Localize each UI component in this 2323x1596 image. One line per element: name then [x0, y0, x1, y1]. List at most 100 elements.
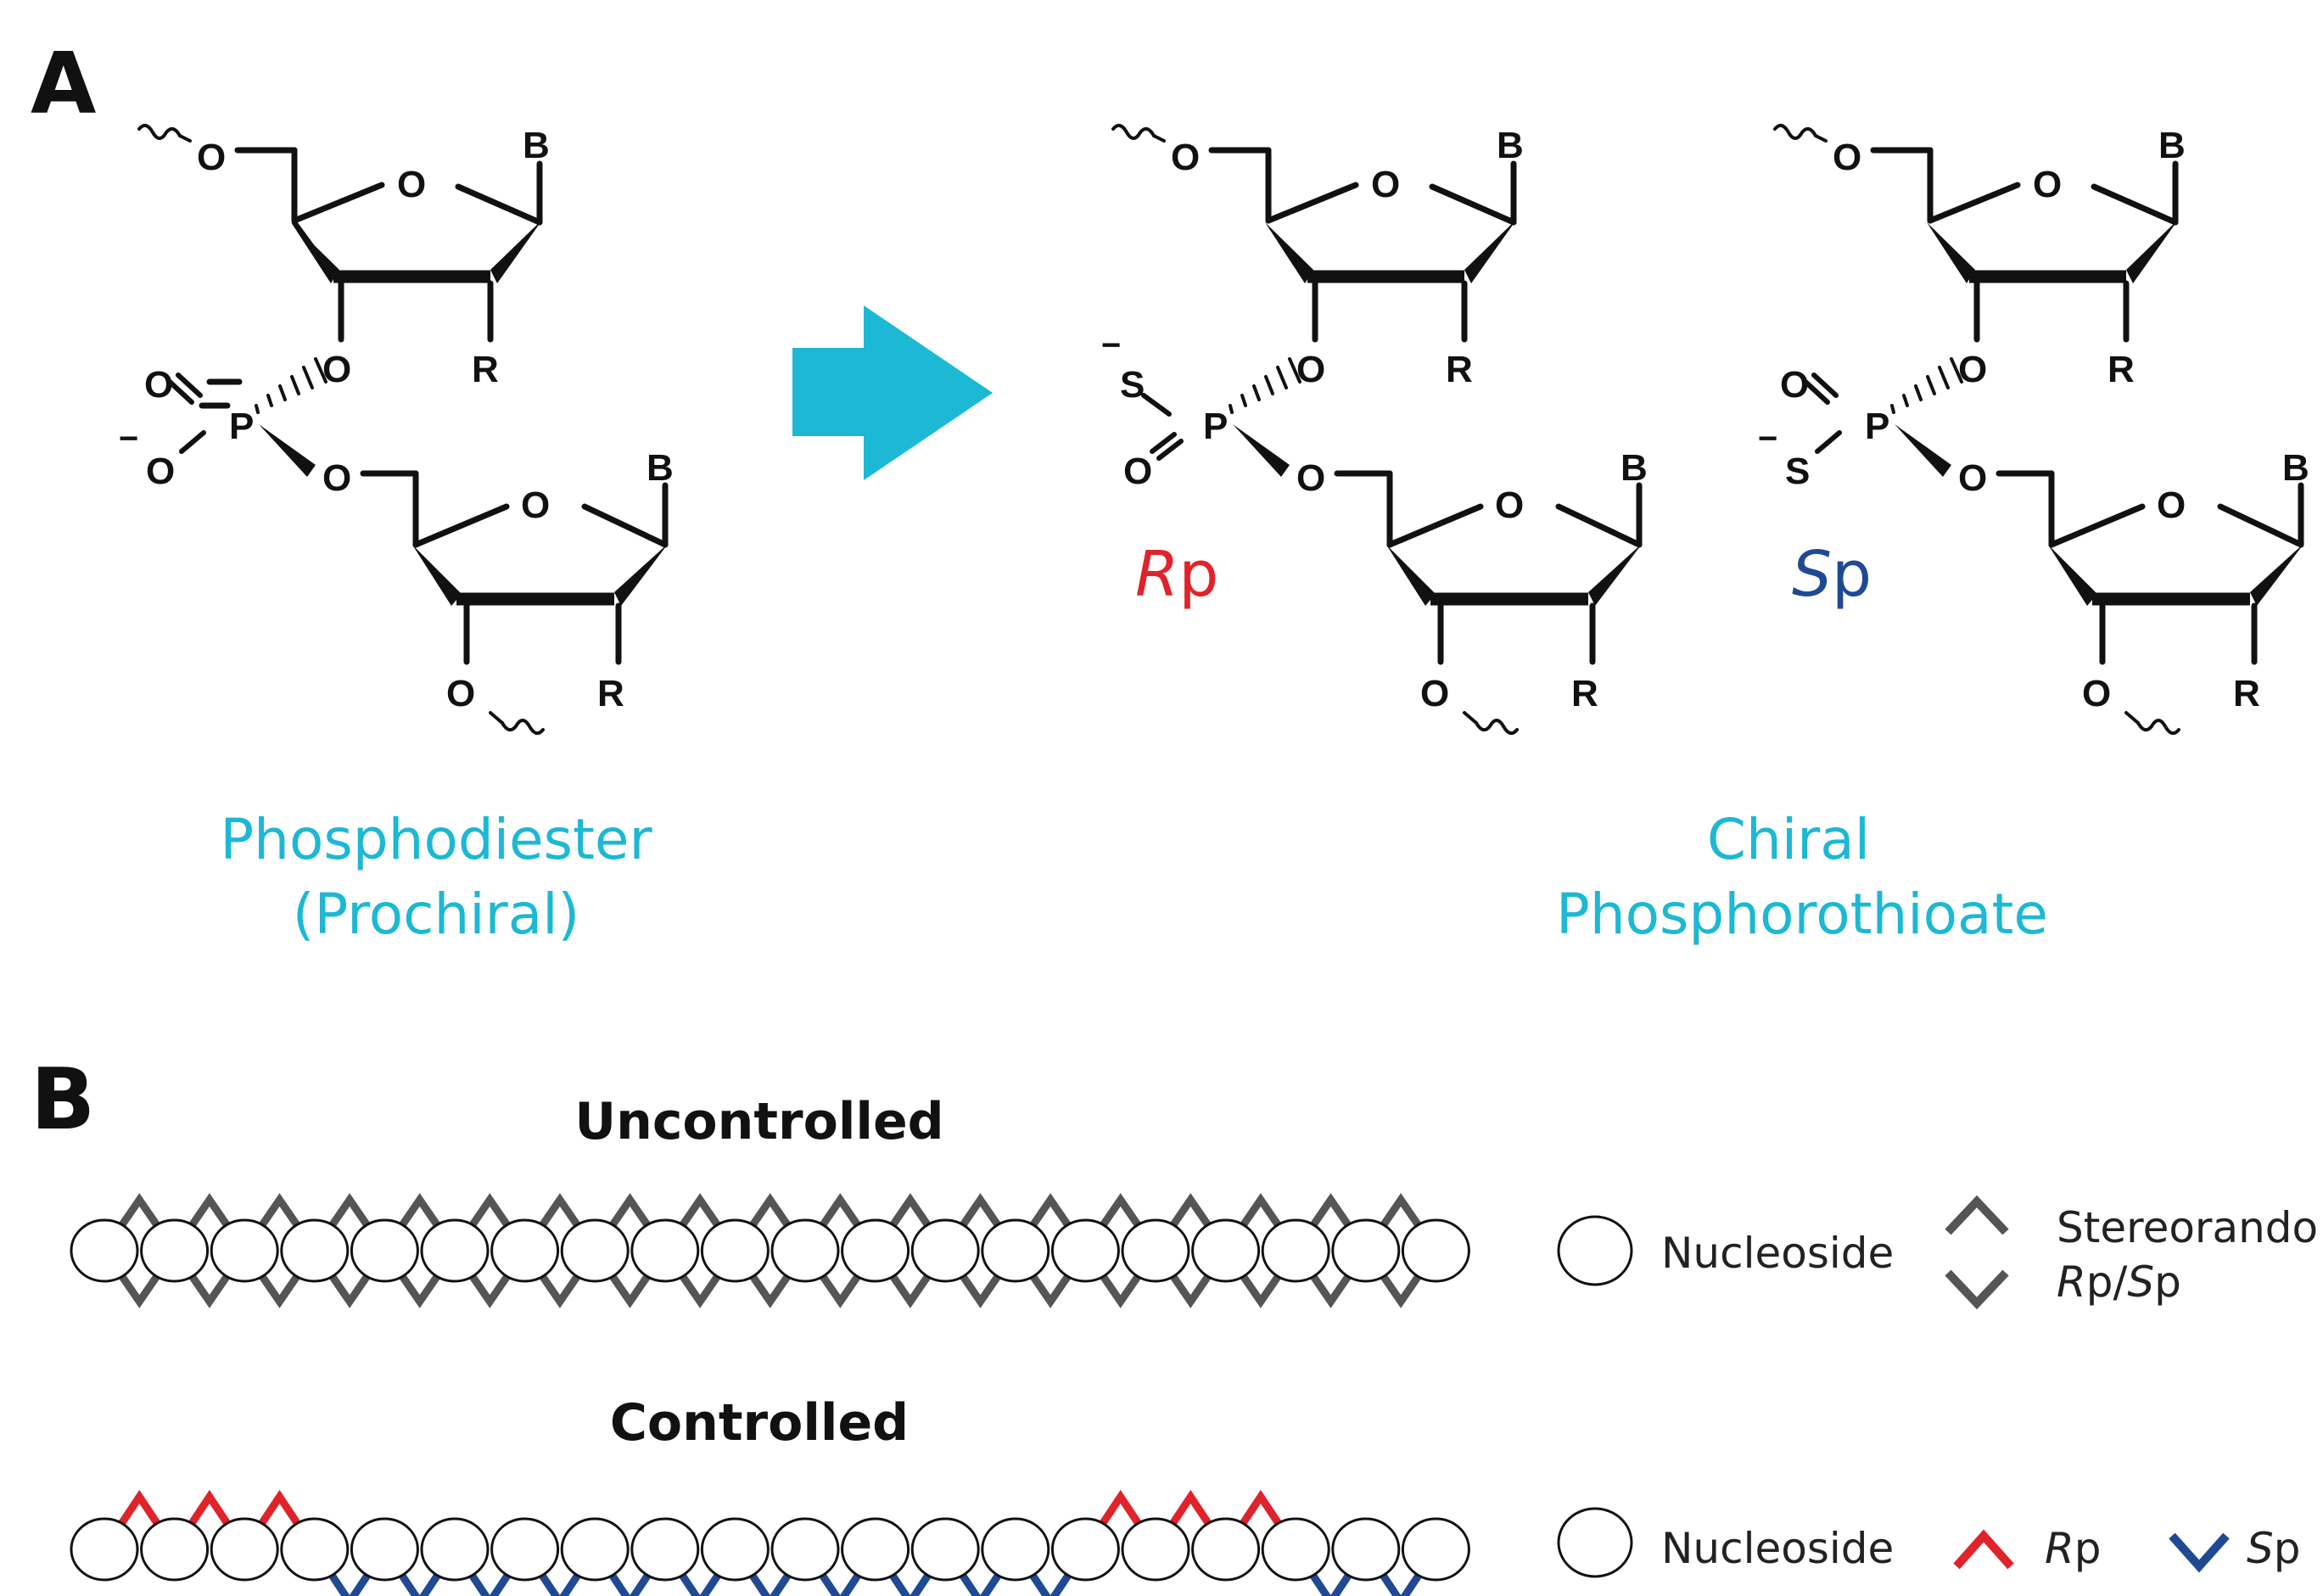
nucleoside-circle: [1261, 1517, 1330, 1582]
nucleoside-circle: [1331, 1517, 1401, 1582]
nucleoside-circle: [1401, 1218, 1470, 1283]
nucleoside-circle: [910, 1517, 980, 1582]
atom-b: B: [1621, 447, 1648, 489]
legend-controlled: Nucleoside Rp Sp: [1557, 1507, 2301, 1578]
atom-o-3prime-lower: O: [446, 673, 475, 714]
nucleoside-circle: [70, 1517, 139, 1582]
sp-label: Sp: [1792, 538, 1872, 611]
legend-rp-mark: [1953, 1529, 2014, 1570]
atom-o: O: [2082, 673, 2111, 714]
nucleoside-circles: [70, 1517, 1470, 1582]
atom-o: O: [1495, 484, 1524, 526]
nucleoside-circle: [140, 1218, 210, 1283]
atom-o-minus: O: [146, 451, 175, 492]
controlled-chain: [70, 1489, 1470, 1596]
phosphodiester-caption: Phosphodiester: [220, 807, 652, 872]
atom-p: P: [1865, 406, 1889, 447]
nucleoside-circle: [560, 1218, 630, 1283]
minus-charge: −: [1101, 327, 1121, 364]
atom-b: B: [2158, 125, 2186, 166]
legend-sp-mark: [2169, 1532, 2230, 1573]
atom-p: P: [229, 406, 254, 447]
legend-nucleoside-circle: [1557, 1507, 1633, 1578]
nucleoside-circle: [981, 1218, 1050, 1283]
rp-label: Rp: [1135, 538, 1218, 611]
nucleoside-circle: [490, 1218, 560, 1283]
nucleoside-circle: [280, 1517, 350, 1582]
atom-s: S: [1120, 364, 1145, 406]
nucleoside-circle: [1401, 1517, 1470, 1582]
controlled-title: Controlled: [610, 1393, 909, 1453]
atom-o-double: O: [144, 364, 173, 406]
atom-o: O: [1780, 364, 1809, 406]
atom-o: O: [1296, 349, 1325, 390]
nucleoside-circle: [700, 1218, 770, 1283]
nucleoside-circle: [1121, 1218, 1190, 1283]
atom-s: S: [1785, 451, 1810, 492]
phosphorothioate-caption: Phosphorothioate: [1556, 882, 2048, 947]
legend-nucleoside-label: Nucleoside: [1661, 1229, 1894, 1278]
legend-sp-label: Sp: [2247, 1524, 2301, 1573]
nucleoside-circle: [210, 1218, 279, 1283]
atom-b: B: [1497, 125, 1524, 166]
panel-a-letter: A: [31, 34, 96, 133]
legend-random-down-mark: [1945, 1269, 2009, 1310]
panel-b-letter: B: [31, 1050, 95, 1149]
nucleoside-circle: [560, 1517, 630, 1582]
legend-rp-sp-label: Rp/Sp: [2057, 1257, 2181, 1307]
nucleoside-circle: [350, 1517, 419, 1582]
nucleoside-circle: [70, 1218, 139, 1283]
atom-r: R: [472, 349, 499, 390]
nucleoside-circle: [700, 1517, 770, 1582]
nucleoside-circle: [630, 1517, 700, 1582]
legend-nucleoside-label: Nucleoside: [1661, 1524, 1894, 1573]
nucleoside-circle: [841, 1517, 910, 1582]
nucleoside-circle: [1191, 1517, 1261, 1582]
nucleoside-circle: [770, 1517, 840, 1582]
sp-structure: O O B R O O P S − O O B R O: [1758, 123, 2309, 736]
atom-o: O: [1171, 137, 1200, 178]
rp-structure: O O B R O S − P O O O B R O: [1101, 123, 1648, 736]
nucleoside-circle: [280, 1218, 350, 1283]
atom-o: O: [1833, 137, 1861, 178]
reaction-arrow: [792, 305, 993, 480]
atom-o-ring-lower: O: [521, 484, 550, 526]
nucleoside-circle: [1261, 1218, 1330, 1283]
phosphodiester-atoms: O O B R O O P O − O O B R O: [119, 125, 674, 714]
prochiral-caption: (Prochiral): [293, 882, 580, 947]
atom-o: O: [1371, 164, 1400, 205]
atom-r: R: [1446, 349, 1473, 390]
nucleoside-circle: [490, 1517, 560, 1582]
minus-charge: −: [1758, 420, 1777, 457]
atom-r: R: [2107, 349, 2135, 390]
atom-o-ring: O: [397, 164, 426, 205]
legend-random-up-mark: [1945, 1195, 2009, 1235]
chiral-caption: Chiral: [1707, 807, 1870, 872]
nucleoside-circle: [770, 1218, 840, 1283]
minus-charge: −: [119, 420, 138, 457]
nucleoside-circle: [1050, 1517, 1120, 1582]
atom-o-5prime-lower: O: [322, 457, 351, 499]
atom-o: O: [1296, 457, 1325, 499]
legend-rp-label: Rp: [2045, 1524, 2102, 1573]
nucleoside-circle: [1050, 1218, 1120, 1283]
atom-o: O: [2033, 164, 2062, 205]
nucleoside-circle: [1331, 1218, 1401, 1283]
uncontrolled-title: Uncontrolled: [574, 1092, 943, 1151]
atom-r: R: [2233, 673, 2260, 714]
atom-o: O: [1958, 349, 1987, 390]
atom-o: O: [2157, 484, 2186, 526]
phosphodiester-structure: [137, 123, 669, 736]
atom-p: P: [1203, 406, 1228, 447]
nucleoside-circle: [140, 1517, 210, 1582]
atom-b-lower: B: [647, 447, 674, 489]
nucleoside-circle: [420, 1218, 490, 1283]
atom-o-5prime: O: [197, 137, 226, 178]
nucleoside-circle: [420, 1517, 490, 1582]
nucleoside-circle: [210, 1517, 279, 1582]
legend-stereorandom-label: Stereorando: [2057, 1203, 2318, 1252]
atom-b: B: [523, 125, 550, 166]
atom-r-lower: R: [597, 673, 624, 714]
nucleoside-circles: [70, 1218, 1470, 1283]
